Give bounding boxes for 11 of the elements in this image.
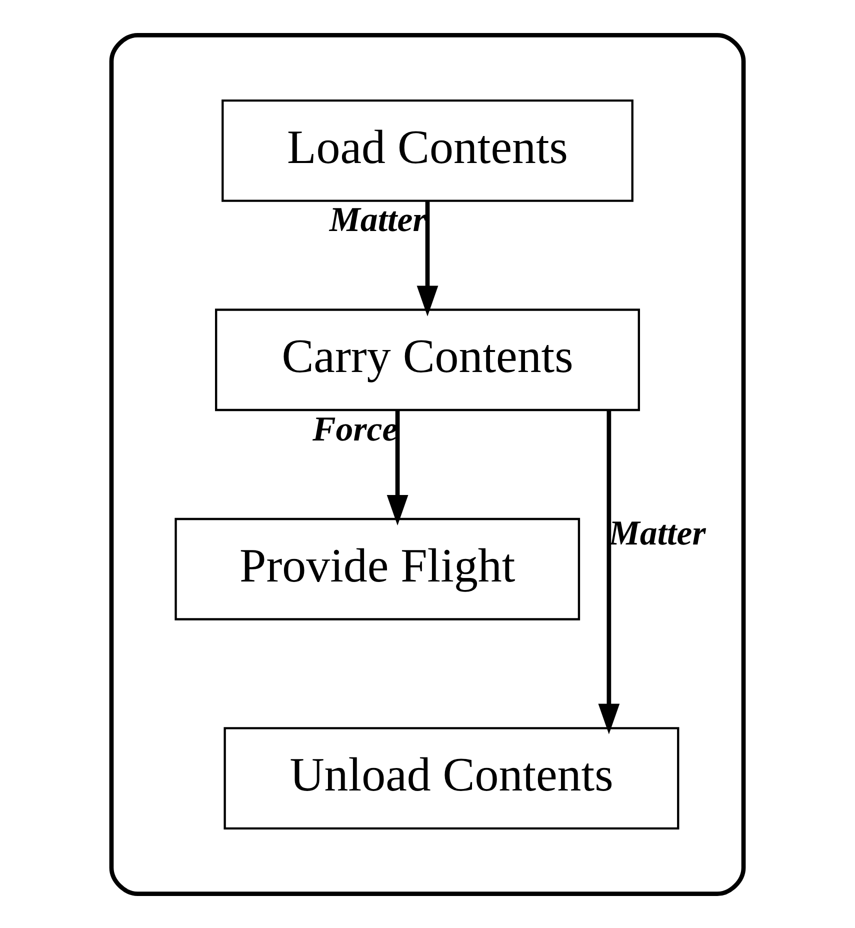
node-box: Provide Flight <box>174 517 580 620</box>
node-box: Unload Contents <box>224 726 680 830</box>
cluster <box>109 32 746 896</box>
edge-label: Matter <box>608 513 706 552</box>
edge-label: Force <box>312 408 398 448</box>
arrow <box>386 410 408 526</box>
arrow <box>416 200 438 316</box>
node-box: Carry Contents <box>215 308 640 411</box>
arrow <box>598 410 620 734</box>
node-box: Load Contents <box>222 98 634 202</box>
edge-label: Matter <box>329 200 426 239</box>
